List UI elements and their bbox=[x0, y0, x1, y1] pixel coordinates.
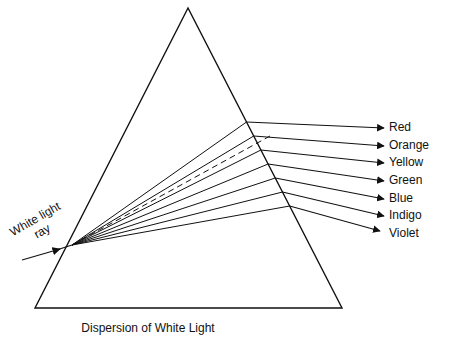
undeviated-path bbox=[72, 136, 270, 245]
colour-label: Violet bbox=[389, 227, 459, 241]
colour-label: Yellow bbox=[389, 156, 459, 170]
prism-outline bbox=[35, 8, 342, 308]
emergent-rays bbox=[247, 122, 385, 231]
refracted-rays bbox=[72, 122, 290, 245]
colour-label: Indigo bbox=[389, 209, 459, 223]
ray-label: White light ray bbox=[4, 197, 75, 254]
colour-label: Red bbox=[389, 121, 459, 135]
incident-ray bbox=[22, 249, 60, 260]
colour-label: Green bbox=[389, 174, 459, 188]
incident-ray bbox=[58, 245, 72, 250]
figure-caption: Dispersion of White Light bbox=[38, 322, 258, 336]
colour-label: Orange bbox=[389, 139, 459, 153]
colour-label: Blue bbox=[389, 192, 459, 206]
